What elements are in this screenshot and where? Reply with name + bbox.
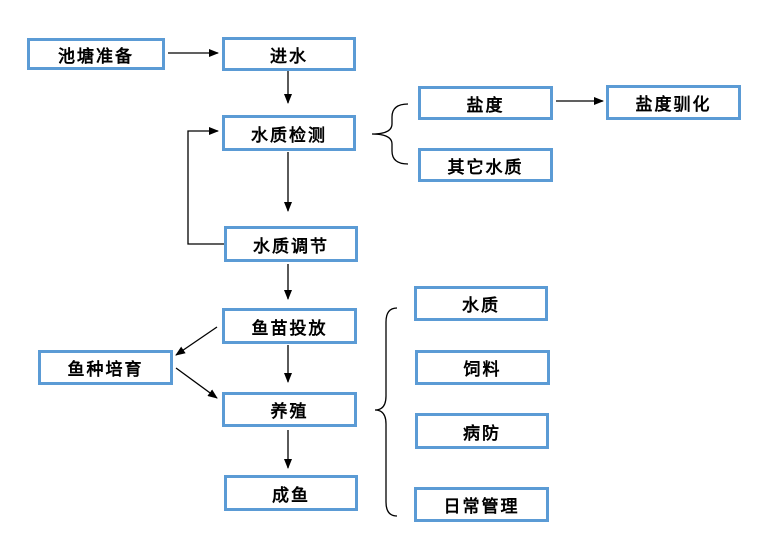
feedback-loop-adjust-to-test bbox=[187, 127, 224, 245]
node-mgmt-disease-prevention: 病防 bbox=[415, 413, 549, 449]
node-culture: 养殖 bbox=[222, 392, 357, 427]
node-water-intake: 进水 bbox=[222, 37, 356, 71]
node-mgmt-daily-management: 日常管理 bbox=[414, 487, 549, 522]
node-mgmt-feed: 饲料 bbox=[415, 350, 550, 385]
arrow-stocking-to-breeding bbox=[175, 326, 218, 356]
node-fry-stocking: 鱼苗投放 bbox=[222, 308, 357, 344]
node-pond-preparation: 池塘准备 bbox=[27, 38, 165, 70]
brace-management-branches bbox=[374, 307, 398, 517]
brace-water-test-branches bbox=[371, 103, 409, 165]
node-salinity-acclimation: 盐度驯化 bbox=[606, 85, 741, 120]
node-water-quality-test: 水质检测 bbox=[222, 115, 356, 151]
node-water-quality-adjust: 水质调节 bbox=[224, 226, 358, 262]
node-other-water-quality: 其它水质 bbox=[418, 148, 553, 182]
node-salinity: 盐度 bbox=[418, 86, 553, 120]
node-fingerling-breeding: 鱼种培育 bbox=[38, 350, 173, 385]
node-mgmt-water-quality: 水质 bbox=[414, 286, 548, 321]
node-adult-fish: 成鱼 bbox=[224, 475, 358, 511]
arrow-breeding-to-culture bbox=[175, 367, 218, 399]
